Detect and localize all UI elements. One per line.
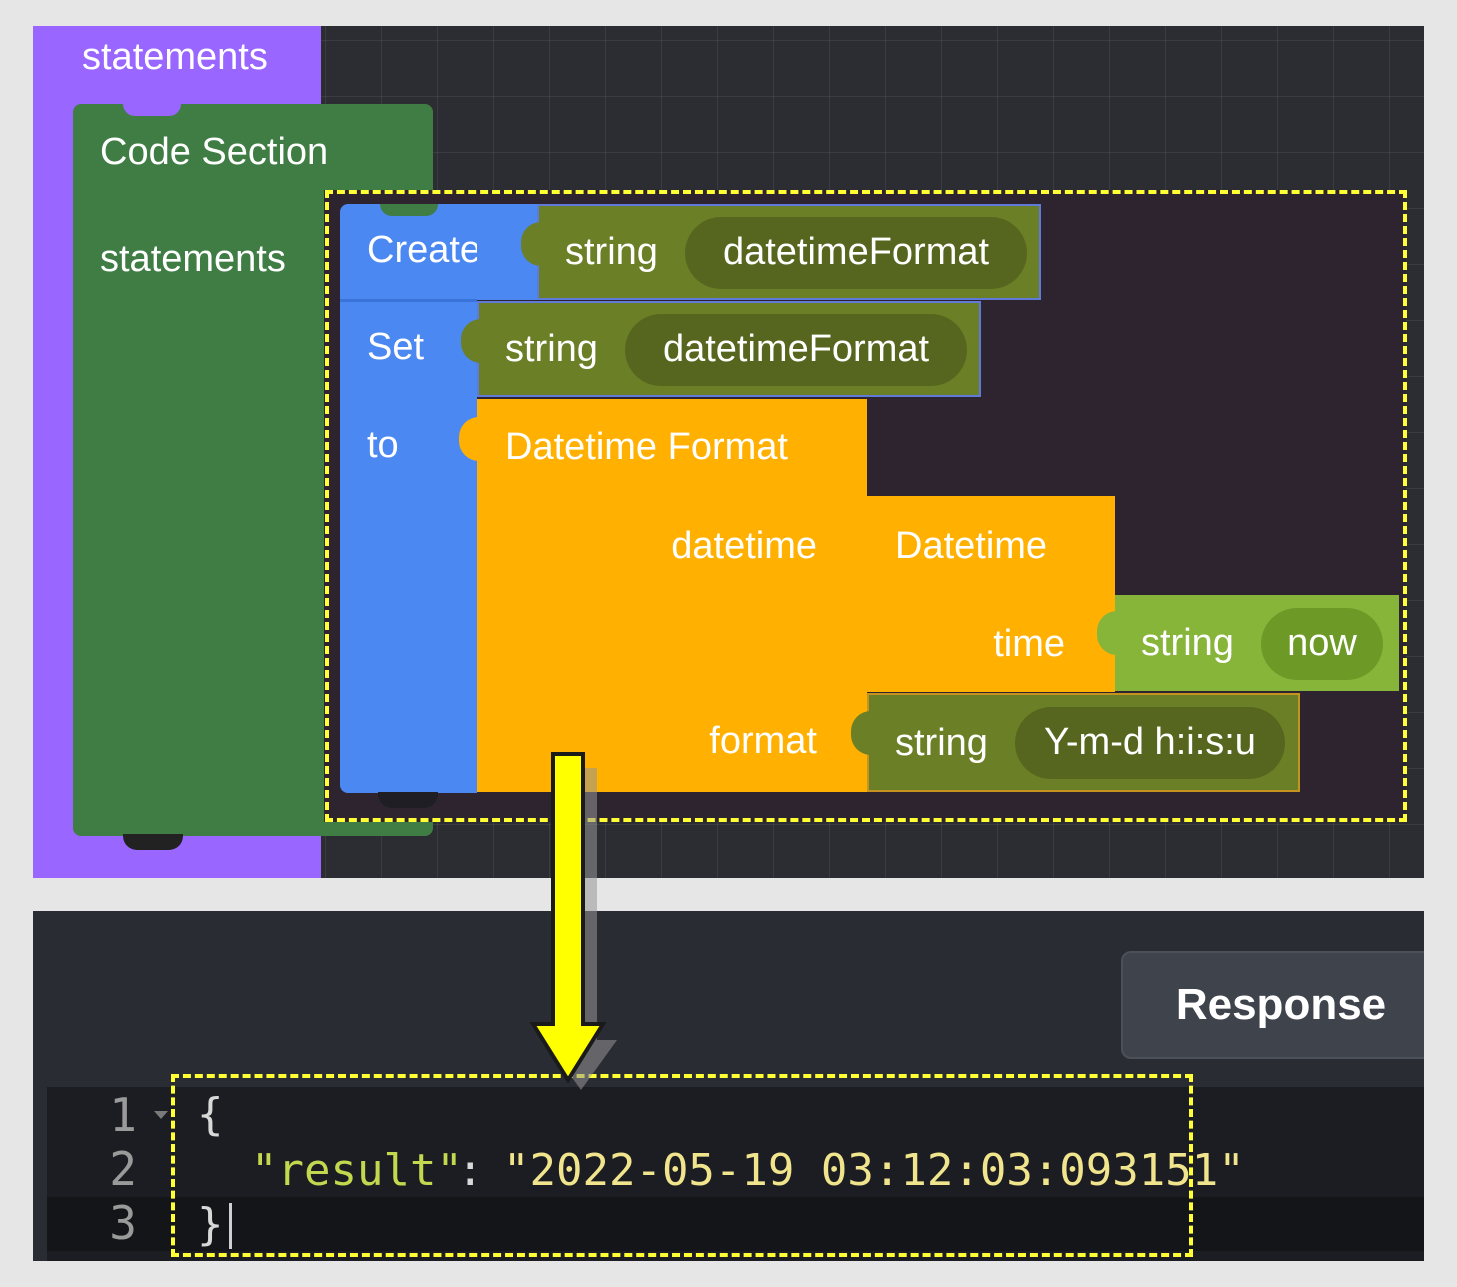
time-input-label: time bbox=[993, 623, 1065, 665]
code-section-statements-label: statements bbox=[100, 238, 286, 280]
response-code-editor[interactable]: 1 2 3 { "result" : "2022-05-19 03:12:03:… bbox=[47, 1087, 1424, 1261]
fold-arrow-icon[interactable] bbox=[153, 1109, 169, 1121]
line-number-2: 2 bbox=[109, 1142, 137, 1196]
blockly-workspace[interactable]: statements Code Section statements Creat… bbox=[33, 26, 1424, 878]
to-label: to bbox=[367, 424, 399, 466]
text-cursor bbox=[229, 1203, 232, 1249]
format-string-tab bbox=[851, 711, 871, 755]
code-result-value: "2022-05-19 03:12:03:093151" bbox=[503, 1145, 1245, 1196]
code-section-title: Code Section bbox=[100, 131, 329, 173]
now-string-block[interactable]: string now bbox=[1097, 595, 1399, 691]
create-set-block[interactable]: Create Set to bbox=[340, 204, 481, 793]
now-string-tab bbox=[1097, 611, 1117, 655]
create-var-name-field[interactable]: datetimeFormat bbox=[685, 217, 1027, 289]
datetime-block[interactable]: Datetime time bbox=[849, 496, 1115, 692]
set-label: Set bbox=[367, 326, 425, 368]
code-section-bottom-notch bbox=[123, 834, 183, 850]
datetime-input-label: datetime bbox=[671, 525, 817, 567]
code-open-brace: { bbox=[197, 1089, 224, 1140]
down-arrow-icon bbox=[529, 752, 617, 1090]
code-close-brace: } bbox=[197, 1199, 224, 1250]
datetime-format-label: Datetime Format bbox=[505, 426, 788, 468]
code-section-notch bbox=[123, 104, 181, 116]
set-string-tab bbox=[461, 319, 481, 363]
response-highlight-box bbox=[171, 1074, 1193, 1257]
code-result-key: "result" bbox=[251, 1145, 463, 1196]
now-string-type-label: string bbox=[1141, 622, 1234, 664]
datetime-label: Datetime bbox=[895, 525, 1048, 567]
create-block-notch bbox=[380, 204, 438, 216]
line-number-1: 1 bbox=[109, 1088, 137, 1142]
set-string-type-label: string bbox=[505, 328, 598, 370]
datetime-tab bbox=[849, 514, 869, 558]
create-string-tab bbox=[521, 222, 541, 266]
now-value-field[interactable]: now bbox=[1261, 608, 1383, 680]
create-set-bottom-notch bbox=[378, 792, 438, 808]
set-string-block[interactable]: string datetimeFormat bbox=[461, 301, 981, 397]
format-value-field[interactable]: Y-m-d h:i:s:u bbox=[1015, 707, 1285, 779]
code-colon: : bbox=[457, 1145, 484, 1196]
datetime-format-tab bbox=[459, 417, 479, 461]
create-set-separator bbox=[340, 299, 477, 302]
response-panel: Response 1 2 3 { "result" : "2022-05-19 … bbox=[33, 911, 1424, 1261]
response-tab-button[interactable]: Response bbox=[1121, 951, 1424, 1059]
format-string-type-label: string bbox=[895, 722, 988, 764]
current-line-highlight bbox=[47, 1197, 1424, 1251]
format-string-block[interactable]: string Y-m-d h:i:s:u bbox=[851, 693, 1300, 792]
datetime-format-block[interactable]: Datetime Format datetime format bbox=[459, 399, 867, 792]
blocks-highlight-box bbox=[325, 190, 1407, 822]
create-string-block[interactable]: string datetimeFormat bbox=[521, 204, 1041, 300]
set-var-name-field[interactable]: datetimeFormat bbox=[625, 314, 967, 386]
format-input-label: format bbox=[709, 720, 817, 762]
create-string-type-label: string bbox=[565, 231, 658, 273]
create-label: Create bbox=[367, 229, 482, 271]
line-number-3: 3 bbox=[109, 1196, 137, 1250]
statements-block-label: statements bbox=[82, 36, 268, 78]
